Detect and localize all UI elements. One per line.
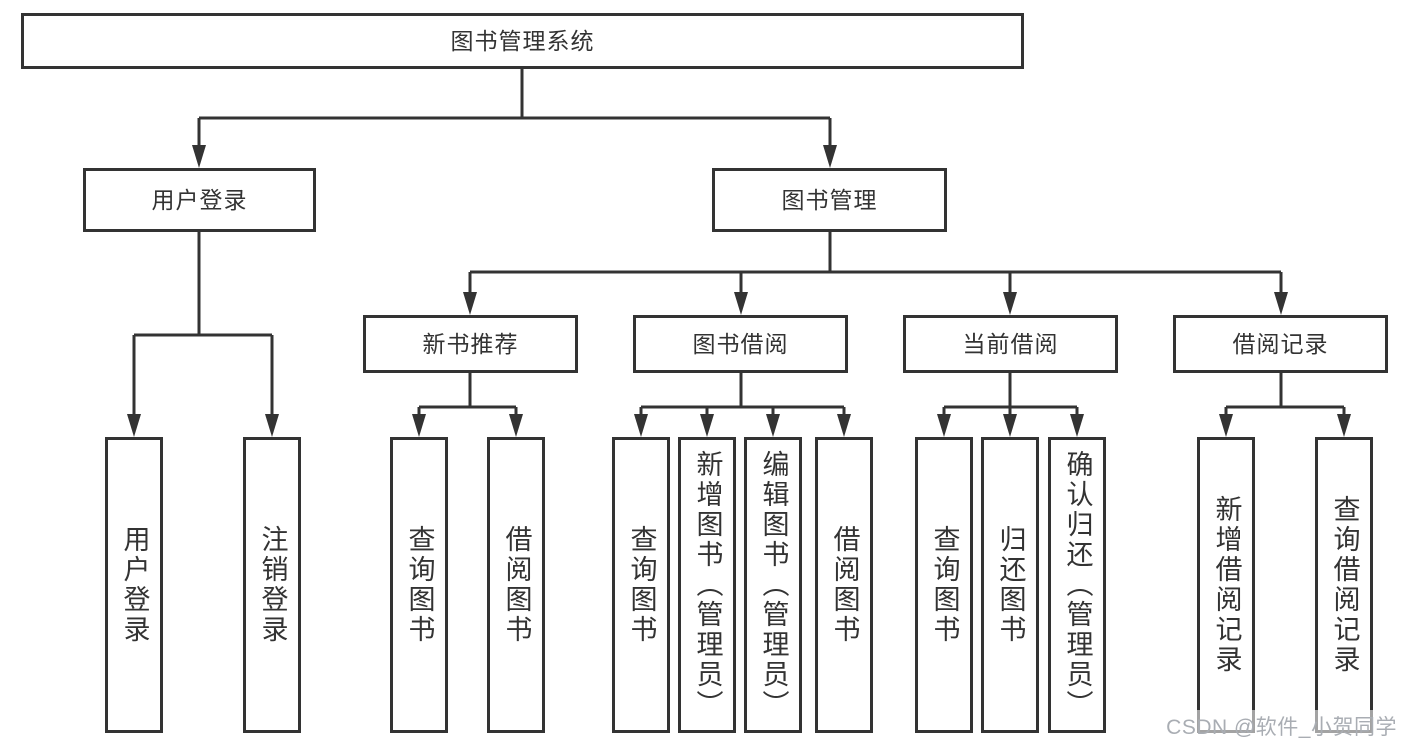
node-current-borrow: 当前借阅 xyxy=(903,315,1118,373)
csdn-watermark: CSDN @软件_小贺同学 xyxy=(1163,710,1400,742)
arrow-down-icon xyxy=(265,414,279,437)
leaf-user-login: 用户登录 xyxy=(105,437,163,733)
leaf-newbook-borrow-book: 借阅图书 xyxy=(487,437,545,733)
node-user-login: 用户登录 xyxy=(83,168,316,232)
arrow-down-icon xyxy=(1003,414,1017,437)
leaf-borrow-add-book-admin: 新增图书（管理员） xyxy=(678,437,736,733)
leaf-record-add: 新增借阅记录 xyxy=(1197,437,1255,733)
connector-segments xyxy=(132,69,1346,416)
arrow-down-icon xyxy=(837,414,851,437)
arrow-down-icon xyxy=(700,414,714,437)
arrow-down-icon xyxy=(734,292,748,315)
arrow-down-icon xyxy=(766,414,780,437)
leaf-borrow-edit-book-admin: 编辑图书（管理员） xyxy=(744,437,802,733)
arrow-down-icon xyxy=(412,414,426,437)
arrow-down-icon xyxy=(1070,414,1084,437)
arrow-down-icon xyxy=(1219,414,1233,437)
leaf-borrow-query-book: 查询图书 xyxy=(612,437,670,733)
node-borrow-record: 借阅记录 xyxy=(1173,315,1388,373)
node-book-management: 图书管理 xyxy=(712,168,947,232)
arrow-down-icon xyxy=(463,292,477,315)
leaf-logout-login: 注销登录 xyxy=(243,437,301,733)
leaf-newbook-query-book: 查询图书 xyxy=(390,437,448,733)
node-book-borrow: 图书借阅 xyxy=(633,315,848,373)
leaf-current-confirm-return-admin: 确认归还（管理员） xyxy=(1048,437,1106,733)
arrowheads xyxy=(127,145,1351,437)
leaf-record-query: 查询借阅记录 xyxy=(1315,437,1373,733)
arrow-down-icon xyxy=(937,414,951,437)
arrow-down-icon xyxy=(1337,414,1351,437)
arrow-down-icon xyxy=(1274,292,1288,315)
arrow-down-icon xyxy=(127,414,141,437)
leaf-borrow-borrow-book: 借阅图书 xyxy=(815,437,873,733)
arrow-down-icon xyxy=(1003,292,1017,315)
arrow-down-icon xyxy=(509,414,523,437)
leaf-current-return-book: 归还图书 xyxy=(981,437,1039,733)
arrow-down-icon xyxy=(634,414,648,437)
node-new-book-recommend: 新书推荐 xyxy=(363,315,578,373)
arrow-down-icon xyxy=(192,145,206,168)
arrow-down-icon xyxy=(823,145,837,168)
leaf-current-query-book: 查询图书 xyxy=(915,437,973,733)
node-root-system: 图书管理系统 xyxy=(21,13,1024,69)
